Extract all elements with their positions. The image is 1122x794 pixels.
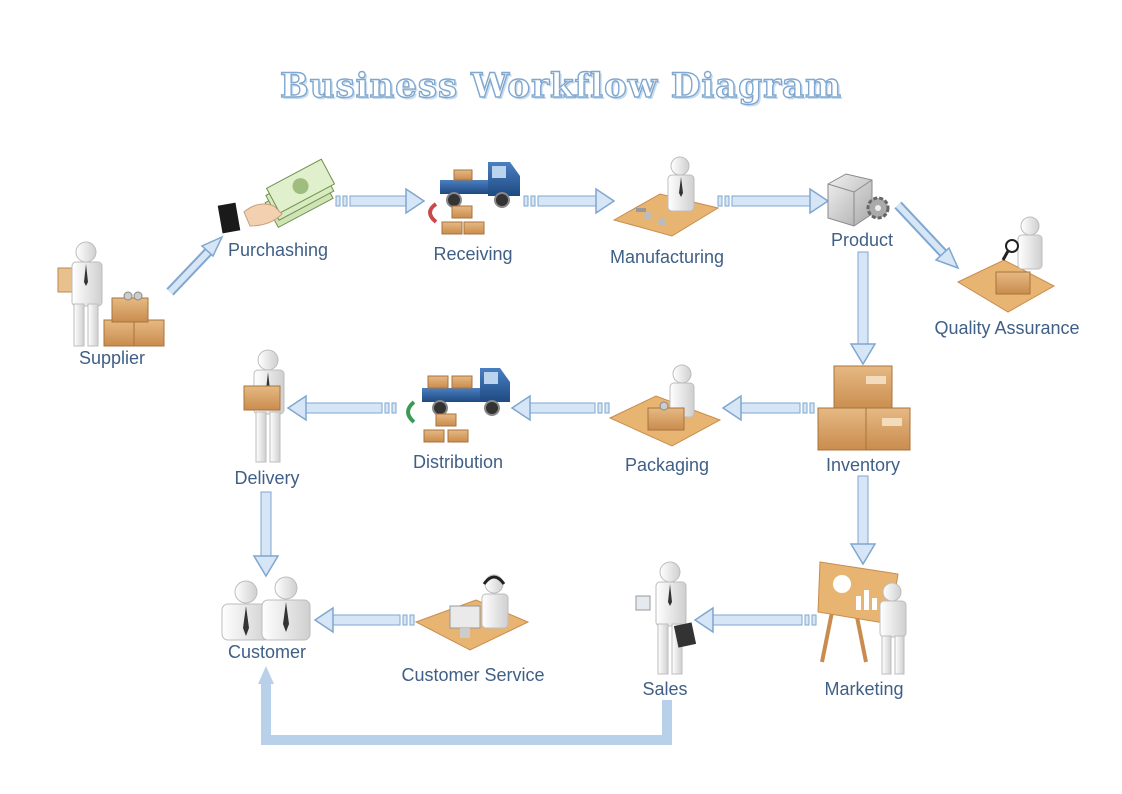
customer-service-icon — [414, 574, 530, 651]
label-manufacturing: Manufacturing — [609, 247, 725, 267]
diagram-title: Business Workflow Diagram — [279, 65, 842, 106]
label-receiving: Receiving — [433, 244, 513, 264]
label-packaging: Packaging — [624, 455, 710, 475]
arrow-inventory-to-marketing — [849, 475, 877, 566]
label-marketing: Marketing — [824, 679, 904, 699]
packaging-icon — [608, 364, 722, 447]
supplier-icon — [57, 241, 165, 347]
label-inventory: Inventory — [825, 455, 901, 475]
arrow-product-to-quality-assurance — [894, 201, 960, 270]
quality-assurance-icon — [956, 216, 1056, 313]
arrow-receiving-to-manufacturing — [523, 187, 616, 215]
arrow-inventory-to-packaging — [721, 394, 815, 422]
label-customer-service: Customer Service — [401, 665, 545, 685]
label-distribution: Distribution — [412, 452, 504, 472]
inventory-icon — [817, 365, 911, 451]
arrow-sales-to-customer — [258, 666, 672, 745]
arrow-marketing-to-sales — [693, 606, 817, 634]
label-sales: Sales — [642, 679, 688, 699]
manufacturing-icon — [612, 156, 720, 237]
label-quality-assurance: Quality Assurance — [934, 318, 1080, 338]
flow-arrows — [166, 187, 960, 745]
delivery-icon — [243, 349, 285, 463]
product-icon — [827, 173, 890, 227]
receiving-icon — [428, 162, 520, 235]
label-delivery: Delivery — [234, 468, 300, 488]
arrow-product-to-inventory — [849, 251, 877, 366]
arrow-packaging-to-distribution — [510, 394, 610, 422]
label-customer: Customer — [227, 642, 307, 662]
arrow-delivery-to-customer — [252, 491, 280, 578]
label-purchasing: Purchashing — [227, 240, 329, 260]
distribution-icon — [406, 368, 510, 443]
sales-icon — [635, 561, 697, 675]
arrow-manufacturing-to-product — [717, 187, 830, 215]
arrow-customer-service-to-customer — [313, 606, 415, 634]
arrow-distribution-to-delivery — [286, 394, 397, 422]
arrow-purchasing-to-receiving — [335, 187, 426, 215]
customer-icon — [221, 576, 311, 641]
label-supplier: Supplier — [78, 348, 146, 368]
label-product: Product — [830, 230, 894, 250]
marketing-icon — [817, 561, 907, 675]
arrow-supplier-to-purchasing — [166, 235, 224, 296]
purchasing-icon — [217, 158, 336, 234]
